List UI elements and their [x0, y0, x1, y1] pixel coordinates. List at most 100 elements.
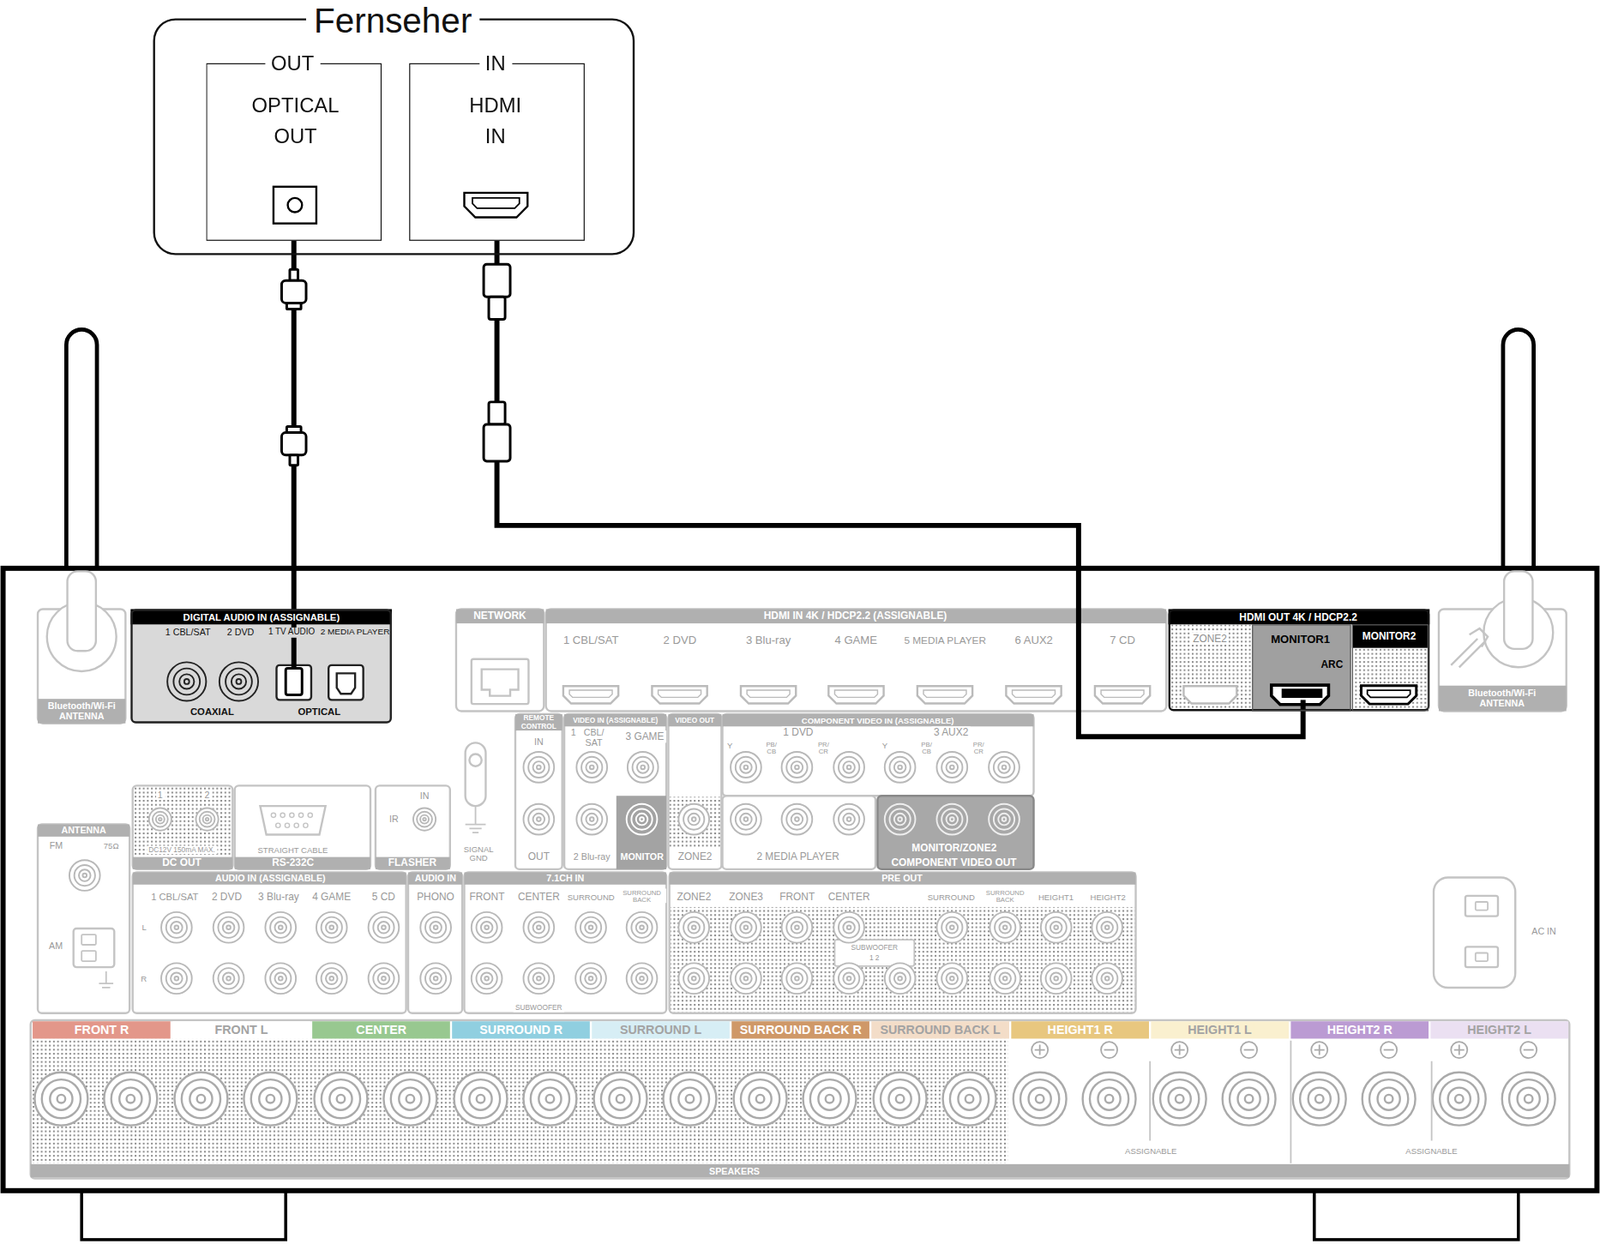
- jack-ring: [847, 976, 852, 981]
- jack-ring: [236, 679, 242, 685]
- symbol-stroke: [1314, 1045, 1325, 1056]
- terminal-ring: [251, 1079, 290, 1119]
- jack-ring: [1100, 921, 1113, 934]
- terminal-ring: [1448, 1088, 1471, 1111]
- jack-ring: [631, 808, 652, 830]
- port-label: AM: [47, 940, 66, 951]
- panel-heading: ANTENNA: [60, 825, 106, 837]
- speaker-label: HEIGHT1 L: [1185, 1022, 1254, 1037]
- rca-jack: [368, 912, 400, 944]
- jack-ring: [152, 812, 169, 828]
- symbol-stroke: [1174, 1045, 1185, 1056]
- jack-ring: [894, 972, 907, 985]
- jack-ring: [786, 917, 807, 939]
- terminal-ring: [950, 1079, 989, 1119]
- panel-heading: PRE OUT: [881, 873, 923, 885]
- terminal-ring: [1517, 1088, 1540, 1111]
- terminal-ring: [1439, 1079, 1479, 1119]
- port-label: IN: [417, 790, 431, 801]
- panel-outline: [234, 785, 371, 870]
- terminal-ring: [314, 1072, 368, 1126]
- terminal-ring: [406, 1094, 416, 1104]
- jack-ring: [941, 968, 963, 989]
- hdmi-port: [1183, 685, 1237, 704]
- jack-ring: [897, 817, 903, 822]
- jack-ring: [523, 962, 554, 994]
- dsub-pin: [298, 812, 303, 818]
- rca-jack: [989, 912, 1021, 944]
- plus-symbol: [1311, 1041, 1328, 1059]
- jack-ring: [678, 804, 710, 836]
- terminal-ring: [740, 1079, 780, 1119]
- terminal-ring: [34, 1072, 88, 1126]
- speaker-terminal: [803, 1072, 857, 1126]
- terminal-ring: [1160, 1079, 1199, 1119]
- jack-ring: [222, 921, 235, 934]
- terminal-ring: [1502, 1072, 1556, 1126]
- dsub-pin: [289, 812, 295, 818]
- jack-ring: [687, 921, 700, 934]
- hdmi-plug-head: [483, 264, 511, 297]
- terminal-ring: [49, 1088, 73, 1111]
- port-label: PB/ CB: [761, 739, 782, 756]
- jack-ring: [274, 921, 287, 934]
- jack-ring: [730, 962, 762, 994]
- jack-ring: [838, 808, 860, 830]
- port-label: 1: [568, 727, 578, 739]
- jack-ring: [523, 804, 554, 836]
- jack-ring: [1100, 972, 1113, 985]
- jack-ring: [744, 817, 749, 822]
- jack-ring: [226, 925, 231, 930]
- jack-ring: [687, 813, 700, 826]
- terminal-ring: [1377, 1088, 1401, 1111]
- port-label: 1 CBL/SAT: [149, 891, 201, 903]
- port-label: 5 MEDIA PLAYER: [902, 634, 988, 647]
- hdmi-port: [1100, 690, 1144, 698]
- speaker-terminal: [1293, 1072, 1347, 1126]
- dotted-area: [32, 1038, 1009, 1163]
- port-label: PHONO: [415, 890, 457, 903]
- jack-ring: [161, 912, 193, 944]
- rca-jack: [420, 912, 452, 944]
- jack-ring: [889, 968, 910, 989]
- jack-ring: [897, 765, 903, 770]
- terminal-ring: [461, 1079, 500, 1119]
- jack-ring: [639, 976, 644, 981]
- symbol-ring: [1450, 1041, 1468, 1059]
- terminal-ring: [1245, 1094, 1254, 1104]
- jack-ring: [678, 962, 710, 994]
- jack-ring: [471, 912, 503, 944]
- port-label: 3 Blu-ray: [744, 632, 794, 646]
- symbol-stroke: [1104, 1049, 1115, 1052]
- rca-jack: [626, 912, 658, 944]
- terminal-ring: [189, 1088, 212, 1111]
- hdmi-port: [1005, 685, 1061, 704]
- port-box: OUTOPTICAL OUT: [205, 63, 382, 241]
- port-label: DC12V 150mA MAX.: [146, 846, 218, 855]
- panel-outline: [132, 872, 407, 1013]
- node-text: OPTICAL OUT: [238, 89, 353, 151]
- symbol-ring: [1031, 1041, 1048, 1059]
- jack-ring: [626, 912, 658, 944]
- jack-ring: [174, 925, 180, 930]
- node-title: HDMI OUT 4K / HDCP2.2: [1237, 610, 1360, 623]
- hdmi-port: [569, 690, 613, 698]
- jack-ring: [264, 912, 296, 944]
- node-title: DIGITAL AUDIO IN (ASSIGNABLE): [180, 611, 342, 623]
- panel-heading: COMPONENT VIDEO OUT: [891, 857, 1017, 870]
- screw-head: [469, 753, 482, 766]
- optical-port-icon: [273, 186, 317, 224]
- port-label: STRAIGHT CABLE: [255, 845, 331, 855]
- jack-ring: [1046, 917, 1067, 939]
- dsub-port: [259, 806, 325, 835]
- rca-jack: [1091, 962, 1123, 994]
- terminal-ring: [336, 1094, 346, 1104]
- header-band: [37, 824, 130, 837]
- jack-ring: [158, 818, 162, 821]
- jack-ring: [889, 808, 910, 830]
- port-label: 4 GAME: [832, 632, 879, 646]
- terminal-ring: [538, 1088, 561, 1111]
- jack-ring: [1003, 925, 1008, 930]
- jack-ring: [433, 976, 439, 981]
- jack-ring: [884, 751, 916, 783]
